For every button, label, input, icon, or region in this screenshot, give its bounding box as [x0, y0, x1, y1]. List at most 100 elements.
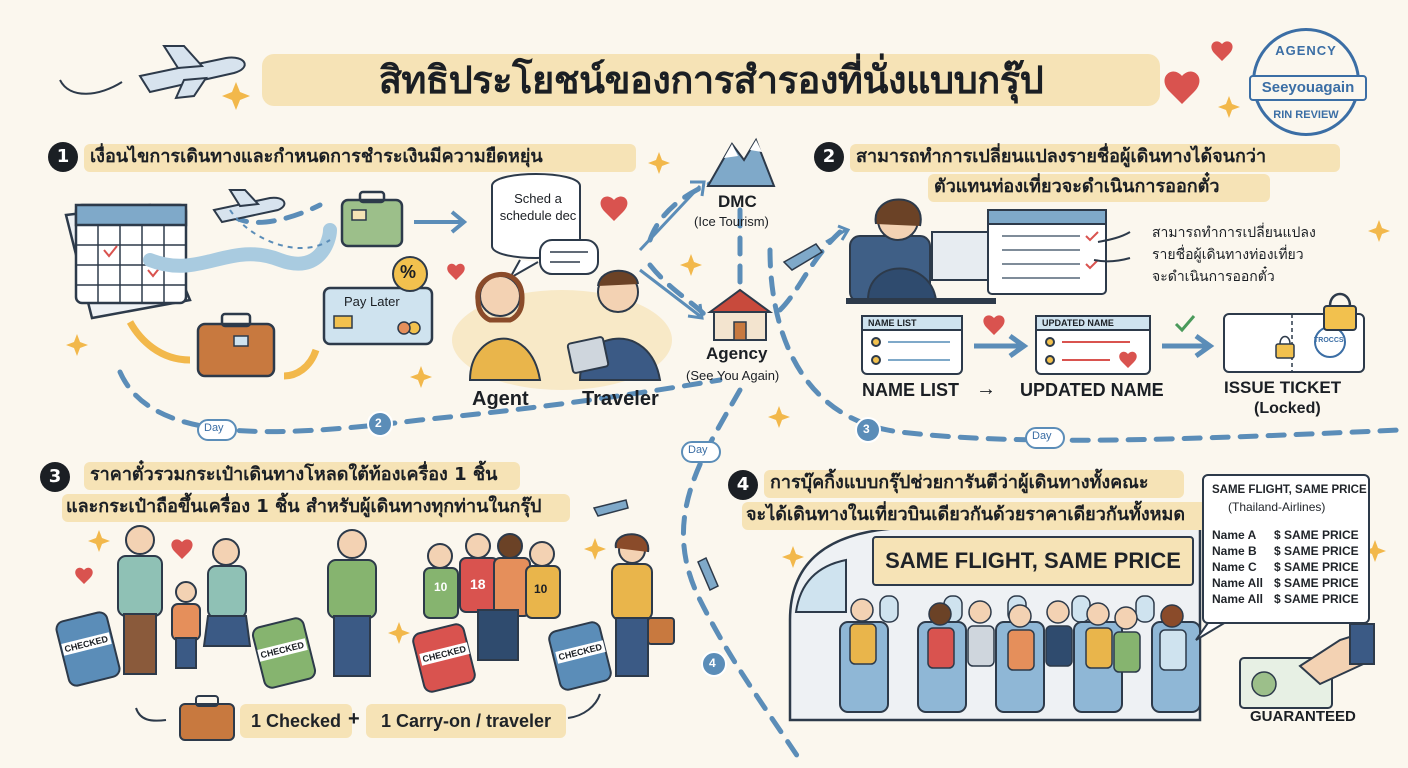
- stamp-bottom-text: RIN REVIEW: [1273, 109, 1339, 121]
- price-row-name: Name All: [1212, 576, 1263, 590]
- updated-name-card-header: UPDATED NAME: [1042, 318, 1114, 328]
- speech-bubble-text: Sched a schedule dec: [499, 191, 577, 223]
- path-to-section2: [777, 229, 843, 313]
- section2-heading-highlight-1: [850, 144, 1340, 172]
- pay-later-label: Pay Later: [344, 294, 400, 309]
- section3-heading-highlight-1: [84, 462, 520, 490]
- section4-heading-highlight-1: [764, 470, 1184, 498]
- stamp-middle-text: Seeyouagain: [1249, 75, 1367, 101]
- section2-note-line3: จะดำเนินการออกตั๋ว: [1152, 269, 1275, 285]
- section3-heading-highlight-2: [62, 494, 570, 522]
- mountain-icon: [706, 137, 776, 187]
- price-row-value: $ SAME PRICE: [1274, 560, 1359, 574]
- section4-number: 4: [728, 470, 758, 500]
- jersey-number-2: 18: [470, 576, 486, 592]
- traveler-label: Traveler: [582, 388, 659, 410]
- suitcase-orange-icon: [196, 312, 276, 378]
- day-badge-2: Day: [1032, 430, 1052, 442]
- day-badge-3: Day: [688, 444, 708, 456]
- agency-building-icon: [706, 288, 774, 341]
- step-badge-3: 3: [863, 422, 870, 436]
- price-row-value: $ SAME PRICE: [1274, 592, 1359, 606]
- airplane-title-icon: [138, 45, 246, 100]
- price-box-subtitle: (Thailand-Airlines): [1228, 500, 1326, 514]
- name-list-card-header: NAME LIST: [868, 318, 917, 328]
- path-day-2: [117, 369, 723, 435]
- carry-on-label: 1 Carry-on / traveler: [366, 704, 566, 738]
- lock-small-icon: [1275, 335, 1295, 359]
- section2-note-line1: สามารถทำการเปลี่ยนแปลง: [1152, 225, 1316, 241]
- checked-bag-label: 1 Checked: [240, 704, 352, 738]
- price-row-value: $ SAME PRICE: [1274, 528, 1359, 542]
- page-title: สิทธิประโยชน์ของการสำรองที่นั่งแบบกรุ๊ป: [378, 58, 1044, 102]
- path-day-3: [767, 247, 1403, 443]
- issue-ticket-caption: ISSUE TICKET: [1224, 378, 1342, 397]
- calendar-icon: [64, 203, 192, 320]
- section1-heading: เงื่อนไขการเดินทางและกำหนดการชำระเงินมีค…: [90, 146, 543, 167]
- section3-heading-line2: และกระเป๋าถือขึ้นเครื่อง 1 ชิ้น สำหรับผู…: [66, 496, 542, 517]
- updated-name-caption: UPDATED NAME: [1020, 380, 1164, 400]
- checklist-window: [987, 209, 1107, 295]
- name-list-caption: NAME LIST: [862, 380, 959, 400]
- ticket-stamp-text: TROCCS: [1314, 337, 1344, 344]
- price-row-value: $ SAME PRICE: [1274, 576, 1359, 590]
- checked-bag-icon: [179, 695, 235, 741]
- step-badge-4: 4: [709, 656, 716, 670]
- dmc-title: DMC: [718, 192, 757, 211]
- airplane-icon: [212, 189, 286, 224]
- lock-icon: [1323, 292, 1357, 331]
- price-row-value: $ SAME PRICE: [1274, 544, 1359, 558]
- flow-swoosh: [143, 223, 337, 273]
- jersey-number-3: 10: [534, 582, 548, 596]
- section1-heading-highlight: [84, 144, 636, 172]
- section2-heading-line2: ตัวแทนท่องเที่ยวจะดำเนินการออกตั๋ว: [934, 176, 1220, 197]
- price-box-title: SAME FLIGHT, SAME PRICE: [1212, 484, 1367, 496]
- jersey-number-1: 10: [434, 580, 448, 594]
- certificate-icon: [1239, 623, 1375, 709]
- section3-heading-line1: ราคาตั๋วรวมกระเป๋าเดินทางโหลดใต้ท้องเครื…: [90, 464, 498, 485]
- price-list-box: SAME FLIGHT, SAME PRICE (Thailand-Airlin…: [1202, 474, 1370, 624]
- credit-card-icon: [322, 286, 434, 346]
- agency-subtitle: (See You Again): [686, 368, 780, 383]
- day-badge-1: Day: [204, 422, 224, 434]
- section2-heading-line1: สามารถทำการเปลี่ยนแปลงรายชื่อผู้เดินทางไ…: [856, 146, 1267, 167]
- traveler-figure: [566, 269, 662, 381]
- section2-number: 2: [814, 142, 844, 172]
- price-row-name: Name All: [1212, 592, 1263, 606]
- agency-stamp: AGENCY Seeyouagain RIN REVIEW: [1249, 28, 1367, 136]
- section4-heading-line1: การบุ๊คกิ้งแบบกรุ๊ปช่วยการันตีว่าผู้เดิน…: [770, 472, 1149, 493]
- discount-icon: [392, 256, 428, 292]
- sparkle-icons: [66, 82, 1390, 644]
- title-highlight: [262, 54, 1160, 106]
- agent-label: Agent: [472, 388, 529, 410]
- section4-heading-highlight-2: [742, 502, 1208, 530]
- guaranteed-label: GUARANTEED: [1250, 708, 1356, 725]
- path-to-agency: [647, 262, 708, 318]
- caption-arrow: →: [976, 378, 996, 400]
- suitcase-green-icon: [340, 190, 404, 248]
- same-flight-banner: SAME FLIGHT, SAME PRICE: [872, 536, 1194, 586]
- price-row-name: Name A: [1212, 528, 1257, 542]
- section2-heading-highlight-2: [928, 174, 1270, 202]
- step-badge-2: 2: [375, 416, 382, 430]
- section2-note-line2: รายชื่อผู้เดินทางท่องเที่ยว: [1152, 247, 1304, 263]
- agency-title: Agency: [706, 344, 768, 363]
- price-row-name: Name C: [1212, 560, 1257, 574]
- stamp-top-text: AGENCY: [1275, 43, 1337, 58]
- percent-label: %: [400, 262, 417, 282]
- family-travelers-figure: [117, 525, 675, 677]
- office-worker-figure: [846, 198, 996, 304]
- airplane-path-icon: [592, 243, 824, 592]
- agent-figure: [468, 271, 542, 381]
- price-row-name: Name B: [1212, 544, 1257, 558]
- issue-ticket-locked: (Locked): [1254, 400, 1321, 417]
- path-to-dmc: [647, 177, 723, 243]
- dmc-subtitle: (Ice Tourism): [694, 214, 769, 229]
- section1-number: 1: [48, 142, 78, 172]
- section3-number: 3: [40, 462, 70, 492]
- heart-icons: [75, 41, 1233, 584]
- plus-sign: +: [348, 708, 360, 730]
- section4-heading-line2: จะได้เดินทางในเที่ยวบินเดียวกันด้วยราคาเ…: [746, 504, 1186, 525]
